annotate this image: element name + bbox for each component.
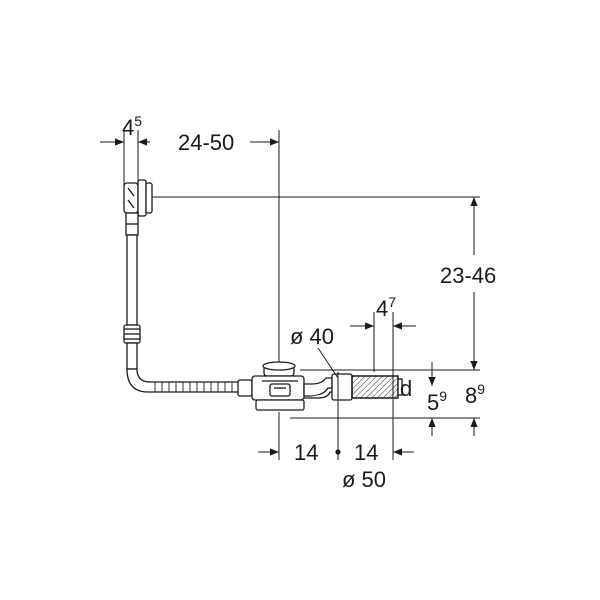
dim-d: d xyxy=(400,376,412,401)
flexible-hose xyxy=(126,368,253,397)
fitting-assembly xyxy=(123,179,403,411)
dim-23-46: 23-46 xyxy=(440,263,496,288)
dim-4-7: 47 xyxy=(376,294,396,321)
drain-body xyxy=(251,361,305,411)
dim-24-50: 24-50 xyxy=(178,130,234,155)
dim-8-9: 89 xyxy=(465,381,485,408)
overflow-pipe xyxy=(123,212,141,370)
overflow-head xyxy=(123,179,153,217)
dim-4-5: 45 xyxy=(122,113,142,140)
dim-14-right: 14 xyxy=(354,440,378,465)
center-dot xyxy=(335,449,341,455)
dim-5-9: 59 xyxy=(427,388,447,415)
outlet-pipe xyxy=(303,373,403,401)
dim-diameter-50: ø 50 xyxy=(342,467,386,492)
dim-14-left: 14 xyxy=(294,440,318,465)
dimension-lines xyxy=(100,130,480,460)
dim-diameter-40: ø 40 xyxy=(290,324,334,349)
